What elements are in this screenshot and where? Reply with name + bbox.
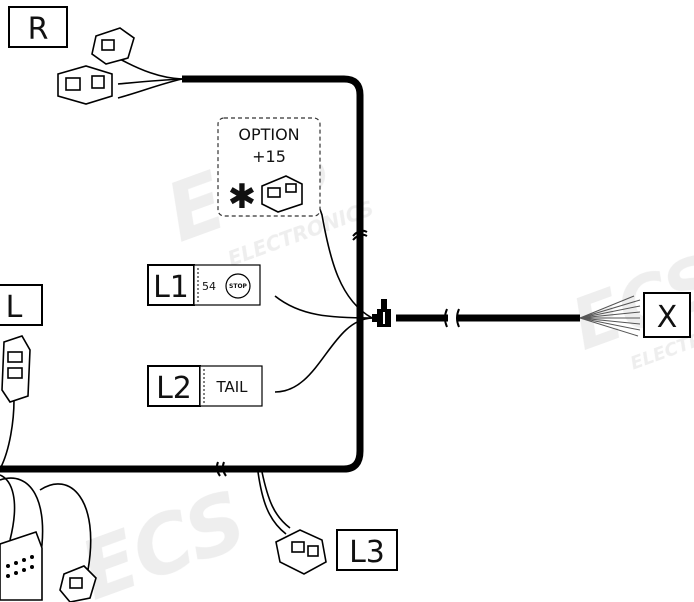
- l3-plug-icon: [275, 529, 327, 575]
- option-value: +15: [252, 147, 286, 166]
- watermark: ECS ELECTRONICS ECS ELECTRONICS ECS: [68, 115, 694, 602]
- l1-wire: [274, 295, 373, 319]
- r-connector-plugs-icon: [57, 27, 183, 105]
- stop-lamp-label: STOP: [229, 283, 248, 290]
- connector-l3: L3: [336, 529, 398, 571]
- l-connector-plugs-icon: [0, 335, 97, 602]
- l3-branch-wires: [257, 471, 291, 535]
- watermark-logo-bottom: ECS: [68, 473, 258, 602]
- connector-l-label: L: [6, 290, 23, 325]
- option-box: OPTION +15 ✱: [217, 117, 321, 217]
- l2-function-label: TAIL: [215, 378, 248, 396]
- asterisk-marker: ✱: [228, 177, 257, 217]
- connector-r-label: R: [28, 12, 49, 47]
- l1-pin-number: 54: [202, 280, 216, 293]
- connector-r: R: [8, 6, 68, 48]
- connector-l: L: [0, 284, 43, 326]
- stop-lamp-icon: [225, 273, 251, 299]
- connector-x: X: [643, 292, 691, 338]
- connector-x-label: X: [657, 300, 678, 335]
- option-title: OPTION: [238, 125, 299, 144]
- l2-wire: [274, 317, 373, 393]
- connector-l1: L1 54 STOP: [147, 264, 261, 306]
- x-wire-fan: [579, 295, 641, 337]
- junction-block: [372, 299, 391, 327]
- option-connector-icon: [261, 175, 303, 213]
- connector-l2-label: L2: [156, 371, 192, 406]
- connector-l2: L2 TAIL: [147, 365, 263, 407]
- connector-l3-label: L3: [349, 535, 385, 570]
- main-harness-cable: [0, 75, 364, 473]
- cable-break-marks: [215, 229, 368, 477]
- connector-l1-label: L1: [153, 270, 189, 305]
